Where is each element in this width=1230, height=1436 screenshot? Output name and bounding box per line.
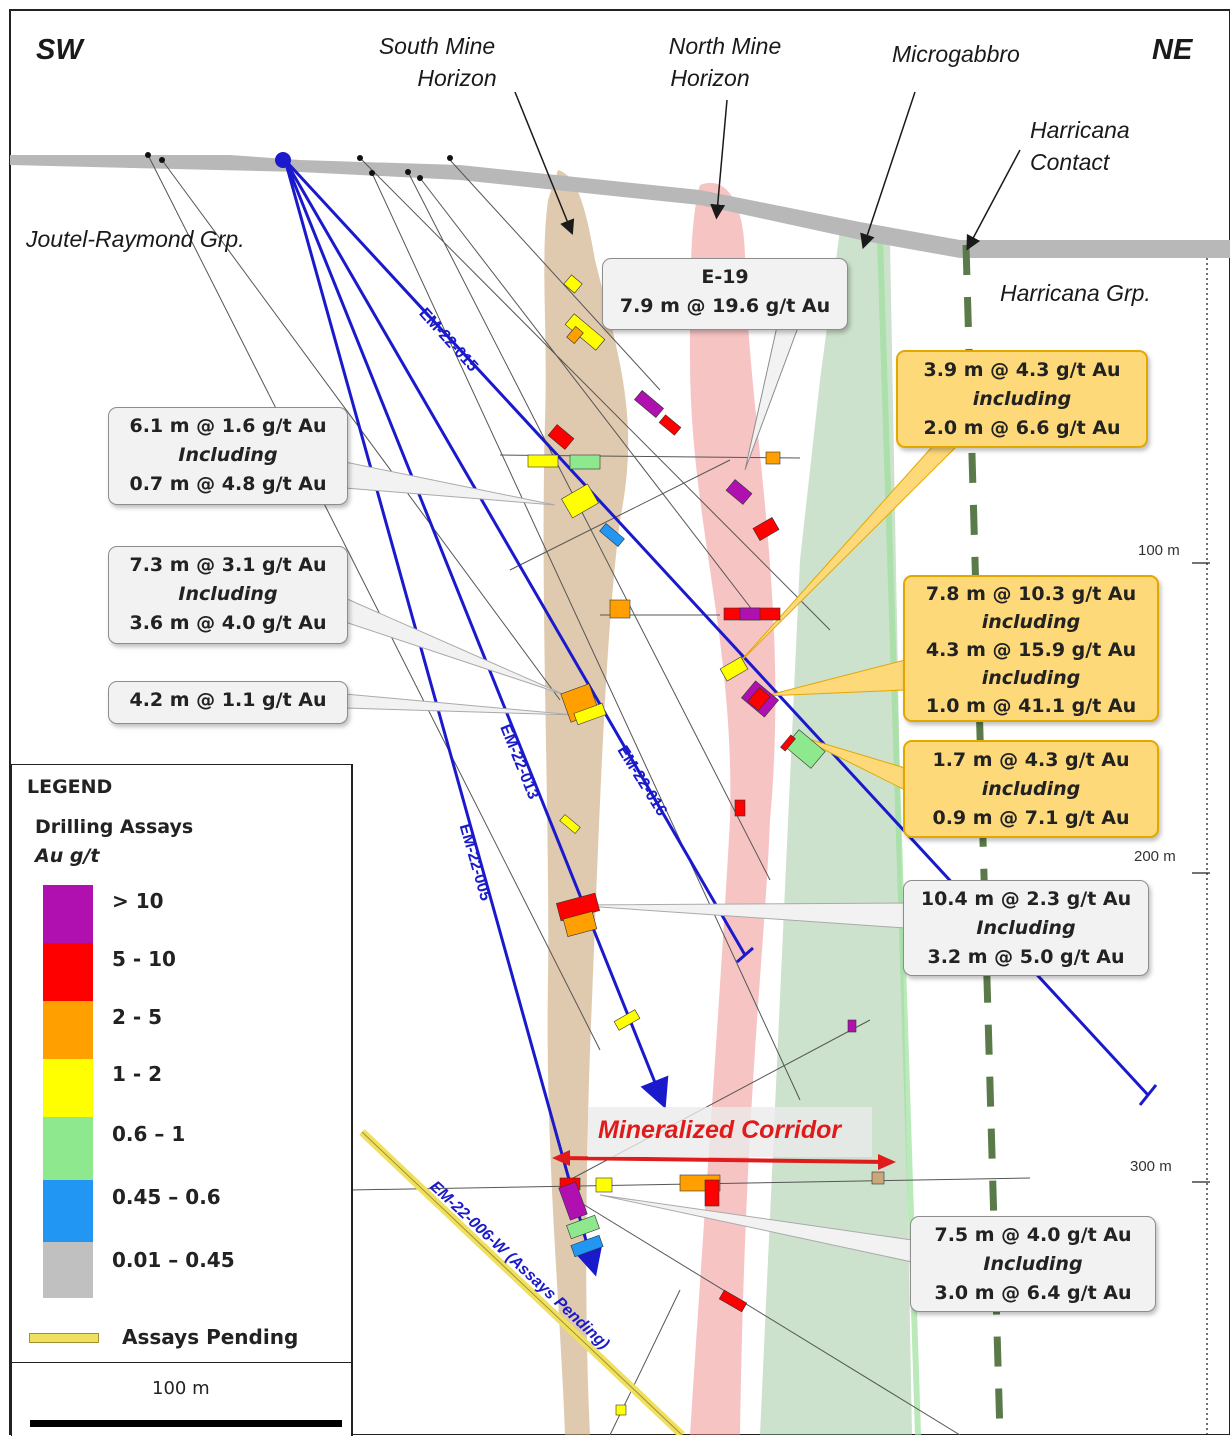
hole-em-22-013-trace: [283, 159, 669, 1109]
scale-bar: [30, 1420, 342, 1427]
topography: [10, 155, 1230, 258]
legend: LEGEND Drilling Assays Au g/t > 10 5 - 1…: [11, 764, 353, 1436]
label-leaders: [514, 91, 1021, 251]
harricana-grp-label: Harricana Grp.: [1000, 280, 1151, 306]
callout-intercept-7: 10.4 m @ 2.3 g/t Au Including 3.2 m @ 5.…: [903, 880, 1149, 976]
old-collars: [145, 152, 453, 181]
legend-class-2: 5 - 10: [112, 947, 176, 971]
frame: [9, 9, 1230, 1435]
legend-pending-label: Assays Pending: [122, 1325, 299, 1349]
legend-swatch-5: [43, 1117, 93, 1180]
legend-swatch-3: [43, 1001, 93, 1059]
depth-label-100: 100 m: [1138, 542, 1180, 559]
callout-e19: E-19 7.9 m @ 19.6 g/t Au: [602, 258, 848, 330]
legend-class-4: 1 - 2: [112, 1062, 163, 1086]
legend-class-7: 0.01 – 0.45: [112, 1248, 235, 1272]
callout-intercept-6: 1.7 m @ 4.3 g/t Au including 0.9 m @ 7.1…: [903, 740, 1159, 838]
scale-bar-label: 100 m: [152, 1378, 210, 1399]
assay-intervals: [527, 274, 885, 1416]
sw-label: SW: [36, 34, 83, 66]
depth-label-200: 200 m: [1134, 848, 1176, 865]
harricana-contact-label: Harricana Contact: [1030, 117, 1130, 175]
hole-em-22-016-trace: [283, 159, 747, 956]
legend-subtitle: Drilling Assays: [35, 816, 194, 838]
legend-class-5: 0.6 – 1: [112, 1122, 186, 1146]
legend-swatch-2: [43, 943, 93, 1001]
legend-title: LEGEND: [27, 776, 113, 798]
drill-collar: [275, 152, 291, 168]
legend-class-3: 2 - 5: [112, 1005, 163, 1029]
microgabbro-label: Microgabbro: [892, 41, 1020, 67]
legend-class-1: > 10: [112, 889, 164, 913]
joutel-raymond-label: Joutel-Raymond Grp.: [26, 226, 245, 252]
north-mine-horizon-label: North Mine Horizon: [668, 33, 782, 91]
legend-class-6: 0.45 – 0.6: [112, 1185, 221, 1209]
callout-intercept-4: 3.9 m @ 4.3 g/t Au including 2.0 m @ 6.6…: [896, 350, 1148, 448]
south-mine-horizon-unit: [543, 170, 629, 1435]
legend-swatch-7: [43, 1242, 93, 1298]
callout-intercept-8: 7.5 m @ 4.0 g/t Au Including 3.0 m @ 6.4…: [910, 1216, 1156, 1312]
depth-scale: [1192, 258, 1210, 1435]
corridor-label: Mineralized Corridor: [598, 1116, 842, 1144]
legend-swatch-6: [43, 1180, 93, 1242]
legend-swatch-1: [43, 885, 93, 943]
south-mine-horizon-label: South Mine Horizon: [378, 33, 497, 91]
callout-intercept-1: 6.1 m @ 1.6 g/t Au Including 0.7 m @ 4.8…: [108, 407, 348, 505]
callout-intercept-2: 7.3 m @ 3.1 g/t Au Including 3.6 m @ 4.0…: [108, 546, 348, 644]
callout-pointers: [344, 321, 967, 1263]
callout-intercept-3: 4.2 m @ 1.1 g/t Au: [108, 681, 348, 724]
corridor-label-background: [588, 1107, 872, 1157]
legend-pending-swatch: [29, 1333, 99, 1343]
north-mine-horizon-unit: [690, 182, 776, 1435]
depth-label-300: 300 m: [1130, 1158, 1172, 1175]
corridor-arrow: [559, 1156, 889, 1164]
legend-unit: Au g/t: [35, 845, 100, 867]
legend-divider: [12, 1362, 351, 1363]
legend-swatch-4: [43, 1059, 93, 1117]
ne-label: NE: [1152, 34, 1193, 66]
callout-intercept-5: 7.8 m @ 10.3 g/t Au including 4.3 m @ 15…: [903, 575, 1159, 722]
